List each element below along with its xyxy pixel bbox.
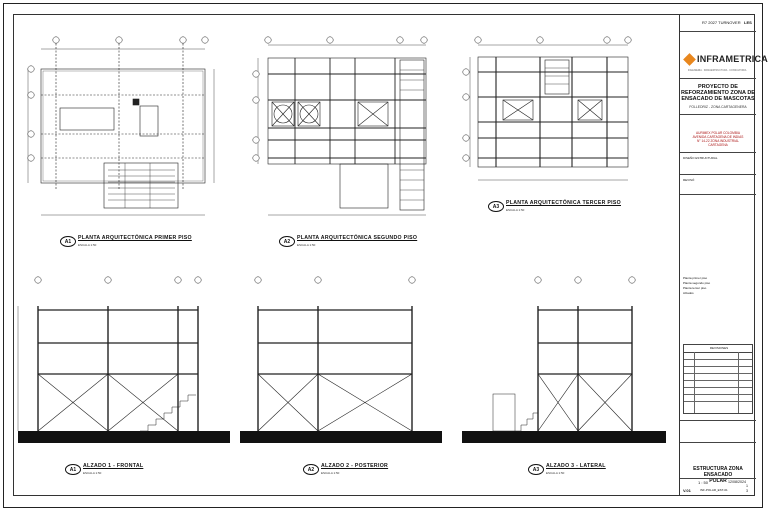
drawing-version: V.01 — [683, 488, 691, 493]
view-title-elevation-3: ALZADO 3 - LATERAL — [546, 463, 606, 469]
view-title-plan-3: PLANTA ARQUITECTÓNICA TERCER PISO — [506, 200, 621, 206]
view-title-elevation-2: ALZADO 2 - POSTERIOR — [321, 463, 389, 469]
client-line-1: AURIMEX POLAR COLOMBIA — [696, 131, 740, 135]
plan-2-drawing — [257, 44, 427, 216]
revisions-header: REVISIONES — [709, 346, 729, 350]
designer-row-divider — [680, 174, 756, 175]
signature-row-divider — [680, 420, 756, 421]
drawing-title-line-2: POLAR — [709, 478, 727, 484]
view-title-plan-1: PLANTA ARQUITECTÓNICA PRIMER PISO — [78, 235, 192, 241]
plan-3-drawing — [469, 44, 629, 181]
view-tag-elevation-3: A3 — [528, 464, 544, 475]
revision-note: R7 2027 TURNOVER — [702, 20, 741, 25]
view-tag-elevation-1: A1 — [65, 464, 81, 475]
view-scale-plan-1: ESCALA 1:50 — [78, 243, 97, 247]
view-scale-plan-2: ESCALA 1:50 — [297, 243, 316, 247]
title-block: R7 2027 TURNOVER LES INFRAMETRICA INGENI… — [679, 14, 768, 496]
sheet-outer-frame — [3, 3, 763, 508]
client-info: AURIMEX POLAR COLOMBIA AVENIDA CARTAGENA… — [680, 131, 756, 147]
project-title-line-1: PROYECTO DE — [698, 84, 738, 90]
sheet-inner-frame — [13, 14, 755, 496]
view-title-elevation-1: ALZADO 1 - FRONTAL — [83, 463, 144, 469]
drawing-filename: INF-POLAR_EST-01 — [700, 488, 728, 492]
elevation-1-drawing — [17, 306, 230, 443]
view-scale-elevation-3: ESCALA 1:50 — [546, 471, 565, 475]
client-line-4: CARTAGENA — [708, 143, 728, 147]
company-name: INFRAMETRICA — [697, 54, 768, 64]
reviewer-row-divider — [680, 194, 756, 195]
logo-row-divider — [680, 78, 756, 79]
company-logo: INFRAMETRICA — [683, 53, 768, 67]
sheet-total: 3 — [746, 489, 748, 493]
note-item: Planta tercer piso — [683, 286, 707, 290]
view-title-plan-2: PLANTA ARQUITECTÓNICA SEGUNDO PISO — [297, 235, 418, 241]
designer-label: DISEÑO ESTRUCTURAL — [683, 156, 718, 160]
company-tagline: INGENIERIA · INFRAESTRUCTURA · CONSULTOR… — [688, 69, 747, 72]
project-location: FOLLEDRIZ - ZONA CARTAGENERA — [689, 105, 747, 109]
revisions-table: REVISIONES — [683, 344, 753, 414]
sheet-number: 1 — [746, 484, 748, 488]
logo-diamond-icon — [683, 53, 696, 66]
view-scale-elevation-1: ESCALA 1:50 — [83, 471, 102, 475]
client-line-3: N° 14-22 ZONA INDUSTRIAL — [696, 139, 739, 143]
view-scale-plan-3: ESCALA 1:50 — [506, 208, 525, 212]
notes-list: Planta primer piso Planta segundo piso P… — [683, 276, 710, 296]
view-tag-plan-2: A2 — [279, 236, 295, 247]
view-tag-plan-1: A1 — [60, 236, 76, 247]
note-item: Planta primer piso — [683, 276, 708, 280]
sheet-code: LES — [744, 20, 752, 25]
view-tag-elevation-2: A2 — [303, 464, 319, 475]
drawing-date: 12/08/2024 — [728, 480, 746, 484]
project-title: PROYECTO DE REFORZAMIENTO ZONA DE ENSACA… — [680, 84, 756, 102]
plan-1-drawing — [27, 40, 215, 216]
client-line-2: AVENIDA CARTAGENA DE INDIAS — [692, 135, 744, 139]
elevation-3-drawing — [462, 306, 666, 443]
project-title-line-2: REFORZAMIENTO ZONA DE — [681, 90, 755, 96]
note-item: Planta segundo piso — [683, 281, 711, 285]
drawing-title-line-1: ESTRUCTURA ZONA ENSACADO — [693, 466, 743, 478]
view-tag-plan-3: A3 — [488, 201, 504, 212]
drawing-scale: 1 : 50 — [698, 480, 709, 485]
signature-row-divider-2 — [680, 442, 756, 443]
reviewer-label: REVISÓ — [683, 178, 695, 182]
elevation-2-drawing — [240, 306, 442, 443]
project-row-divider — [680, 114, 756, 115]
scale-row — [680, 478, 756, 479]
client-row-divider — [680, 152, 756, 153]
note-item: Alzados — [683, 291, 694, 295]
view-scale-elevation-2: ESCALA 1:50 — [321, 471, 340, 475]
title-block-header: R7 2027 TURNOVER LES — [680, 14, 756, 32]
project-title-line-3: ENSACADO DE MASCOTAS — [681, 96, 755, 102]
drawing-title: ESTRUCTURA ZONA ENSACADO POLAR — [680, 466, 756, 484]
